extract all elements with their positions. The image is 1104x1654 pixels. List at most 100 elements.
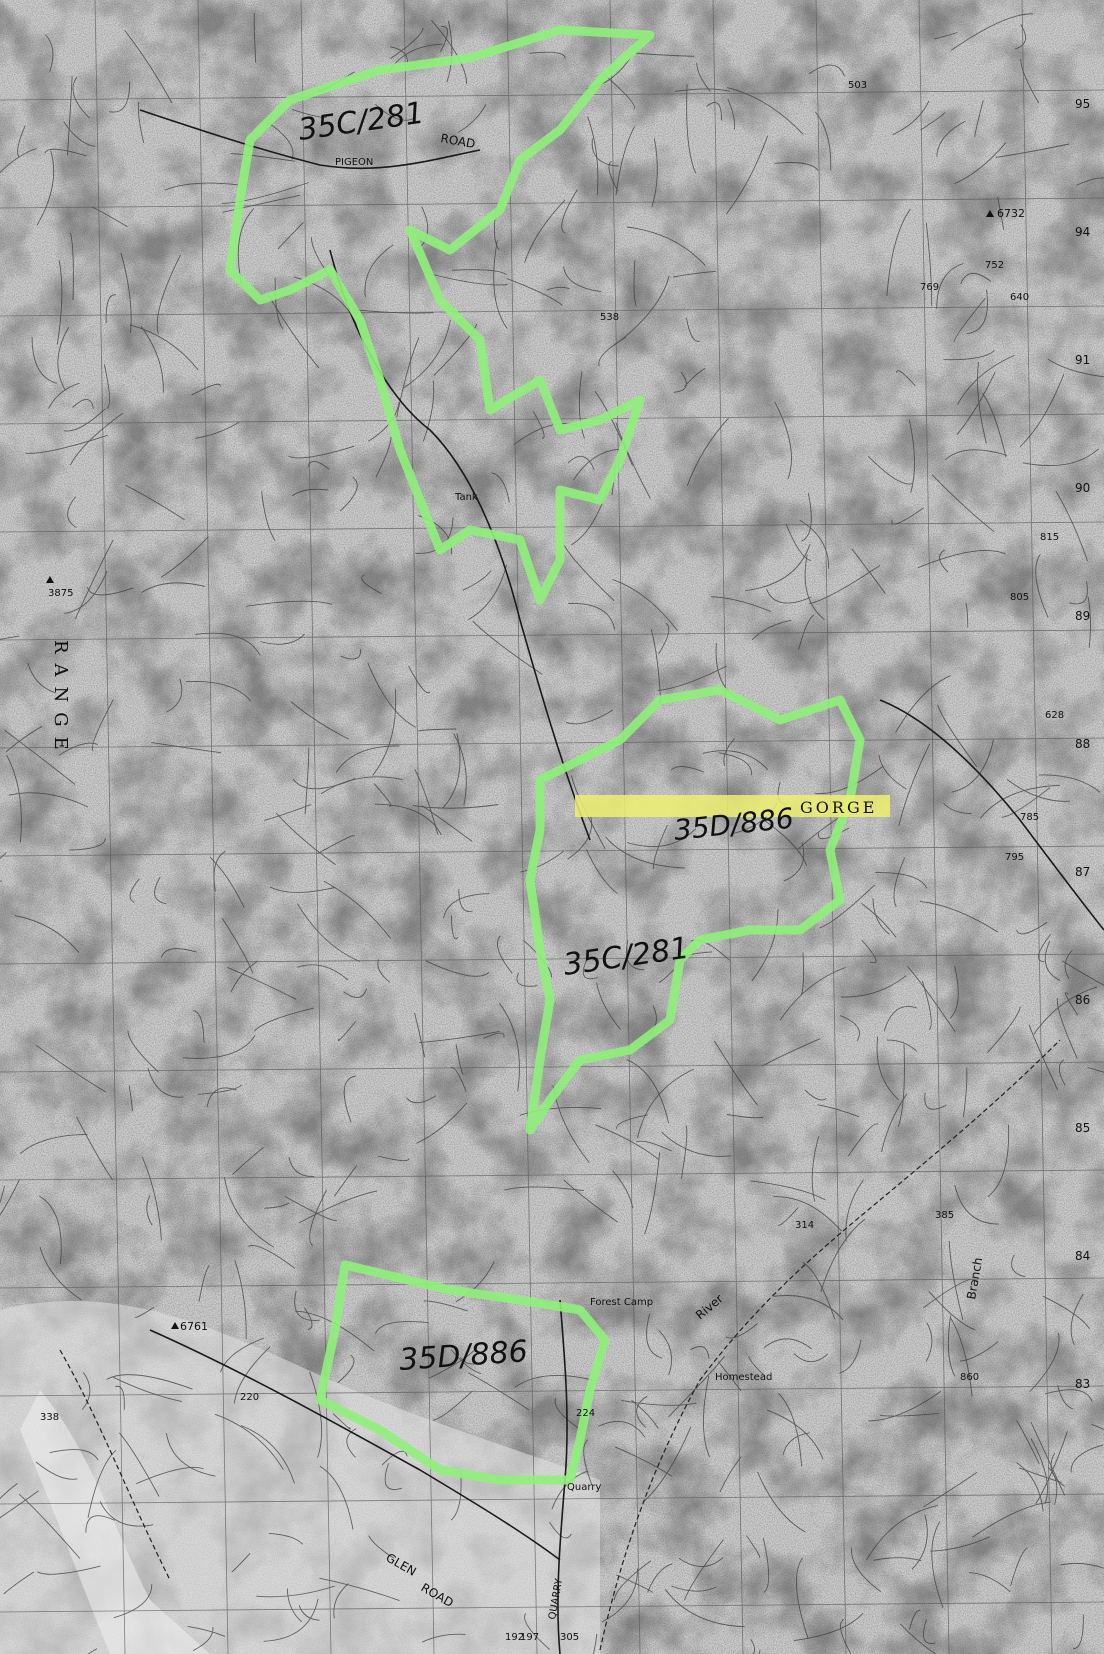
spot-height-label: 503 — [848, 80, 867, 91]
contour-line — [585, 849, 618, 895]
river-west — [59, 1349, 171, 1581]
contour-line — [31, 337, 57, 384]
contour-line — [626, 828, 697, 848]
contour-line — [561, 189, 578, 234]
grid-line-vertical — [197, 0, 229, 1654]
contour-line — [182, 1034, 256, 1059]
contour-line — [253, 12, 257, 63]
contour-line — [230, 153, 295, 162]
grid-line-horizontal — [0, 521, 1104, 533]
contour-line — [39, 1247, 82, 1301]
contour-line — [319, 1577, 400, 1602]
contour-line — [164, 182, 239, 191]
contour-line — [773, 1196, 842, 1232]
contour-line — [861, 903, 897, 938]
contour-line — [234, 1260, 247, 1340]
contour-line — [422, 271, 508, 286]
contour-line — [192, 1627, 214, 1652]
contour-line — [6, 754, 22, 843]
contour-line — [923, 1619, 936, 1644]
spot-height-label: 305 — [560, 1632, 579, 1643]
contour-line — [333, 1165, 358, 1197]
contour-line — [1029, 1332, 1060, 1392]
contour-line — [1016, 1420, 1040, 1465]
gorge-label: GORGE — [800, 798, 877, 817]
contour-line — [263, 1598, 319, 1642]
contour-line — [893, 857, 906, 908]
contour-line — [937, 704, 978, 767]
contour-line — [1064, 949, 1073, 980]
contour-line — [372, 689, 397, 776]
contour-line — [381, 1450, 408, 1466]
contour-line — [161, 948, 197, 958]
contour-line — [725, 1323, 758, 1339]
contour-line — [565, 709, 614, 725]
contour-line — [136, 1467, 204, 1485]
contour-line — [1057, 1385, 1073, 1410]
contour-line — [432, 1390, 473, 1421]
contour-line — [751, 909, 779, 981]
contour-line — [5, 725, 43, 753]
contour-line — [1038, 774, 1101, 793]
contour-line — [960, 1341, 999, 1362]
contour-line — [684, 1539, 724, 1601]
contour-line — [764, 1338, 812, 1350]
contour-line — [72, 398, 94, 409]
contour-line — [670, 766, 704, 773]
contour-line — [25, 434, 108, 454]
contour-line — [422, 805, 473, 842]
contour-line — [307, 460, 330, 470]
contour-line — [4, 729, 76, 785]
contour-line — [886, 208, 911, 296]
contour-line — [808, 64, 846, 77]
grid-line-horizontal — [0, 629, 1104, 641]
contour-line — [36, 150, 55, 226]
grid-line-horizontal — [0, 305, 1104, 317]
contour-line — [761, 1038, 821, 1067]
grid-line-horizontal — [0, 89, 1104, 101]
contour-line — [323, 880, 391, 939]
spot-height-label: 815 — [1040, 532, 1059, 543]
grid-line-vertical — [815, 0, 847, 1654]
contour-line — [661, 1131, 732, 1157]
contour-line — [453, 733, 467, 806]
contour-line — [866, 1504, 939, 1561]
contour-line — [260, 633, 306, 645]
contour-line — [472, 620, 543, 675]
contour-line — [213, 850, 226, 892]
contour-line — [468, 564, 508, 620]
contour-line — [364, 244, 394, 297]
contour-line — [1030, 1421, 1066, 1496]
contour-line — [346, 1428, 357, 1458]
contour-line — [908, 419, 915, 493]
contour-line — [140, 325, 164, 393]
contour-line — [297, 903, 361, 962]
contour-line — [673, 371, 687, 393]
contour-line — [493, 240, 508, 329]
contour-line — [898, 743, 931, 826]
contour-line — [960, 272, 992, 285]
contour-line — [367, 662, 417, 728]
contour-line — [1006, 779, 1071, 802]
contour-line — [63, 121, 96, 147]
contour-line — [221, 182, 309, 204]
contour-line — [304, 1307, 313, 1331]
contour-line — [954, 142, 1007, 184]
contour-line — [389, 46, 408, 64]
contour-line — [0, 1490, 39, 1519]
grid-line-vertical — [506, 0, 538, 1654]
contour-line — [253, 1007, 314, 1032]
contour-line — [335, 745, 400, 773]
contour-line — [911, 1514, 928, 1570]
contour-line — [1044, 940, 1061, 982]
contour-line — [594, 390, 633, 466]
contour-line — [562, 542, 615, 602]
contour-line — [504, 1186, 584, 1192]
contour-line — [165, 1433, 216, 1477]
contour-line — [647, 1563, 673, 1593]
contour-line — [930, 1536, 990, 1552]
contour-line — [746, 1535, 761, 1558]
contour-line — [64, 570, 108, 614]
contour-line — [20, 1133, 88, 1154]
svg-text:3875: 3875 — [48, 588, 73, 599]
